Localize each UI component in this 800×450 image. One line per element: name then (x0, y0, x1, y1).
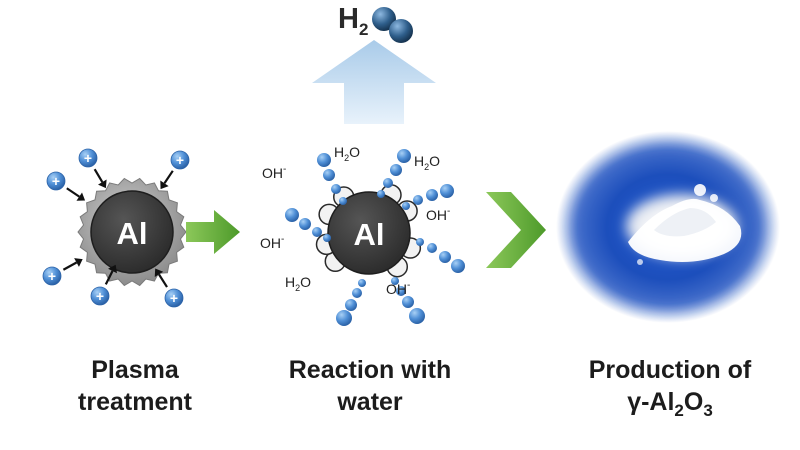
plasma-ion (170, 150, 190, 170)
ion-charge: + (170, 290, 178, 306)
ion-arrow (66, 187, 80, 198)
stage-production (556, 131, 780, 323)
stage-plasma: Al + + + + + + (42, 148, 190, 308)
hydrogen-label: H2 (338, 3, 368, 39)
water-dot (409, 308, 425, 324)
caption-reaction-with-water: Reaction with water (270, 354, 470, 418)
water-dot (402, 296, 414, 308)
ion-charge: + (48, 268, 56, 284)
water-label-2: H2O (414, 153, 440, 172)
water-dot (331, 184, 341, 194)
water-dot (339, 197, 347, 205)
water-dot (312, 227, 322, 237)
water-dot (336, 310, 352, 326)
water-dot (439, 251, 451, 263)
caption-plasma-treatment: Plasma treatment (40, 354, 230, 418)
water-dot (317, 153, 331, 167)
aluminum-core-1 (90, 190, 174, 274)
water-dot (402, 202, 410, 210)
ion-arrowhead (74, 258, 83, 267)
hydroxide-label-1: OH- (262, 164, 286, 181)
water-dot (352, 288, 362, 298)
water-dot (416, 238, 424, 246)
water-dot (383, 178, 393, 188)
ion-charge: + (52, 173, 60, 189)
water-dot (377, 190, 385, 198)
water-dot (397, 149, 411, 163)
caption-reaction-line-2: water (337, 388, 403, 416)
ion-arrow (163, 170, 174, 184)
water-molecule-chains (285, 149, 465, 326)
plasma-ion (164, 288, 184, 308)
aluminum-core-2 (327, 191, 411, 275)
caption-plasma-line-1: Plasma (91, 356, 179, 384)
process-arrow-2 (486, 192, 546, 268)
water-dot (299, 218, 311, 230)
caption-reaction-line-1: Reaction with (288, 356, 452, 384)
ion-arrowhead (160, 180, 169, 190)
water-dot (358, 279, 366, 287)
water-dot (426, 189, 438, 201)
ion-arrowhead (108, 264, 117, 274)
plasma-ion (90, 286, 110, 306)
plasma-ion (46, 171, 66, 191)
water-dot (440, 184, 454, 198)
ion-arrowhead (76, 192, 86, 201)
water-dot (427, 243, 437, 253)
hydroxide-label-3: OH- (260, 234, 284, 251)
water-dot (345, 299, 357, 311)
water-dot (396, 286, 406, 296)
hydroxide-label-2: OH- (426, 206, 450, 223)
hydroxide-label-4: OH- (386, 280, 410, 297)
caption-production: Production of γ-Al2O3 (570, 354, 770, 421)
caption-production-line-1: Production of (588, 356, 752, 384)
ion-arrowhead (98, 179, 107, 189)
ion-charge: + (176, 152, 184, 168)
water-label-1: H2O (334, 144, 360, 163)
process-arrow-1 (186, 210, 240, 254)
plasma-ions: + + + + + + (42, 148, 190, 308)
plasma-ion (78, 148, 98, 168)
ion-arrowhead (154, 268, 164, 278)
water-dot (451, 259, 465, 273)
water-dot (323, 234, 331, 242)
water-dot (390, 164, 402, 176)
alumina-powder (626, 184, 742, 265)
water-dot (285, 208, 299, 222)
ion-arrow (104, 270, 114, 285)
hydrogen-release-arrow (312, 40, 436, 124)
core-label-2: Al (354, 217, 385, 252)
ion-arrow (93, 168, 104, 183)
ion-charge: + (96, 288, 104, 304)
plasma-ion (42, 266, 62, 286)
water-dot (323, 169, 335, 181)
core-label-1: Al (117, 216, 148, 251)
ion-arrow (158, 273, 168, 288)
stage-reaction: H2 Al H2O H2O H2O OH- OH- OH- (260, 3, 465, 326)
caption-plasma-line-2: treatment (78, 388, 192, 416)
ion-arrow (62, 261, 78, 271)
water-dot (391, 277, 399, 285)
ion-charge: + (84, 150, 92, 166)
water-dot (413, 195, 423, 205)
water-label-3: H2O (285, 274, 311, 293)
hydrogen-molecule (372, 7, 413, 43)
caption-production-line-2: γ-Al2O3 (627, 388, 713, 420)
